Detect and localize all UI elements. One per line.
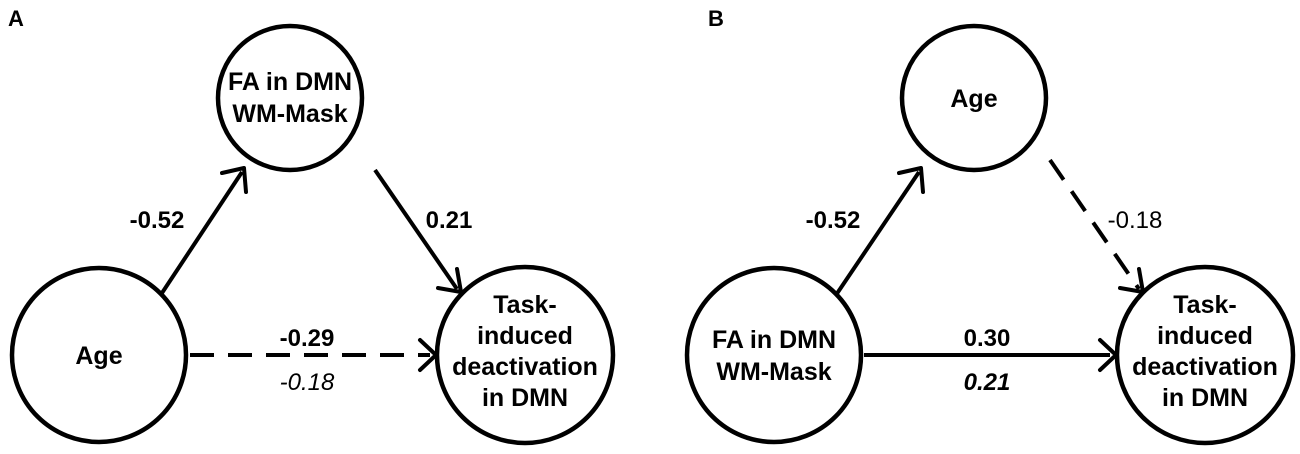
panel-a-label: A xyxy=(8,6,24,31)
node-label-line: WM-Mask xyxy=(232,100,347,128)
edge-a-left-to-top xyxy=(158,166,248,298)
coefficient-a-left-right: -0.29 xyxy=(280,325,335,352)
node-label-line: deactivation xyxy=(452,353,598,381)
node-label-line: deactivation xyxy=(1132,353,1278,381)
arrowhead-icon xyxy=(220,166,248,194)
node-a-top: FA in DMN WM-Mask xyxy=(215,23,365,173)
panel-a: A FA in DMN WM-Mask Age Task- induced xyxy=(8,6,616,446)
coefficient-a-left-top: -0.52 xyxy=(130,207,185,234)
node-label-line: FA in DMN xyxy=(228,68,352,96)
node-label-line: in DMN xyxy=(1162,384,1248,412)
node-label-line: WM-Mask xyxy=(716,358,831,386)
coefficient-b-top-right: -0.18 xyxy=(1108,207,1163,234)
panel-b-label: B xyxy=(708,6,724,31)
node-label-line: FA in DMN xyxy=(712,326,836,354)
coefficient-a-left-right-secondary: -0.18 xyxy=(280,369,335,396)
arrowhead-icon xyxy=(897,166,925,194)
coefficient-b-left-right-secondary: 0.21 xyxy=(964,369,1011,396)
node-b-top: Age xyxy=(899,23,1049,173)
node-b-right: Task- induced deactivation in DMN xyxy=(1114,264,1296,446)
node-label-line: Task- xyxy=(493,291,556,319)
node-label-line: induced xyxy=(1157,322,1253,350)
panel-b: B Age FA in DMN WM-Mask Task- induced xyxy=(684,6,1296,446)
node-label-line: Age xyxy=(75,342,122,370)
node-b-left: FA in DMN WM-Mask xyxy=(684,265,864,445)
node-a-right: Task- induced deactivation in DMN xyxy=(434,264,616,446)
edge-b-left-to-top xyxy=(834,166,925,297)
node-a-left: Age xyxy=(9,265,189,445)
node-label-line: induced xyxy=(477,322,573,350)
coefficient-b-left-right: 0.30 xyxy=(964,325,1011,352)
coefficient-a-top-right: 0.21 xyxy=(426,207,473,234)
node-label-line: Age xyxy=(950,85,997,113)
coefficient-b-left-top: -0.52 xyxy=(806,207,861,234)
node-label-line: Task- xyxy=(1173,291,1236,319)
node-label-line: in DMN xyxy=(482,384,568,412)
